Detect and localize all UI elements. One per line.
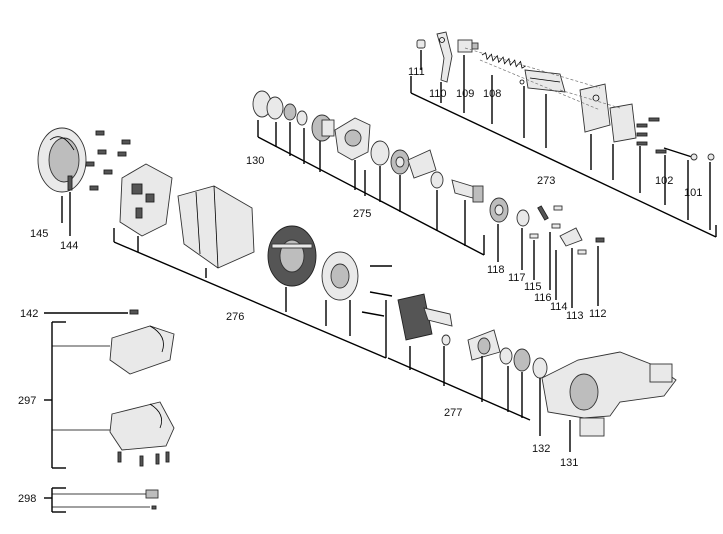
part-rail [519, 69, 566, 93]
part-108-spring [481, 52, 526, 69]
assembly-277-group [387, 293, 548, 436]
callout-102: 102 [655, 175, 673, 187]
callout-130: 130 [246, 155, 264, 167]
assembly-298-group [44, 487, 159, 513]
part-shaft [451, 179, 484, 203]
part-131-gear-housing [541, 351, 677, 452]
part-cover-screws [117, 451, 170, 467]
part-109-block [457, 39, 479, 53]
part-upper-cover [109, 325, 175, 375]
callout-labels: 111 110 109 108 273 102 101 130 275 145 … [18, 66, 702, 505]
callout-113: 113 [566, 310, 584, 322]
assembly-276-group [113, 163, 393, 359]
callout-108: 108 [483, 88, 501, 100]
callout-112: 112 [589, 308, 607, 320]
callout-273: 273 [537, 175, 555, 187]
callout-117: 117 [508, 272, 526, 284]
callout-131: 131 [560, 457, 578, 469]
callout-142: 142 [20, 308, 38, 320]
part-motor-housing [177, 185, 255, 269]
assembly-275-group [252, 90, 485, 256]
part-stator [267, 225, 317, 287]
part-armature [397, 293, 453, 341]
callout-111: 111 [408, 66, 425, 78]
part-111-pin [416, 39, 426, 49]
part-110-lever [436, 31, 453, 83]
callout-132: 132 [532, 443, 550, 455]
callout-277: 277 [444, 407, 462, 419]
part-gear-housing [334, 117, 371, 161]
callout-118: 118 [487, 264, 505, 276]
callout-116: 116 [534, 292, 552, 304]
callout-298: 298 [18, 493, 36, 505]
callout-144: 144 [60, 240, 78, 252]
small-parts-112-118 [489, 197, 605, 308]
small-screws-cluster [85, 130, 131, 191]
part-144-screw [67, 175, 73, 191]
callout-276: 276 [226, 311, 244, 323]
callout-109: 109 [456, 88, 474, 100]
part-long-screws [361, 265, 393, 317]
part-142-screw [129, 309, 139, 315]
callout-101: 101 [684, 187, 702, 199]
callout-114: 114 [550, 301, 568, 313]
assembly-297-group [44, 309, 175, 469]
callout-297: 297 [18, 395, 36, 407]
part-gear [311, 114, 335, 142]
callout-275: 275 [353, 208, 371, 220]
callout-110: 110 [429, 88, 447, 100]
part-101-pin [663, 147, 715, 161]
part-bearing-plate [321, 251, 359, 301]
assembly-273-group [410, 31, 717, 238]
callout-115: 115 [524, 281, 542, 293]
callout-145: 145 [30, 228, 48, 240]
part-lower-cover [109, 401, 175, 451]
part-screws-273 [636, 117, 667, 154]
part-circuit-board [119, 163, 173, 237]
part-bracket-plate [579, 83, 637, 143]
part-145-end-cap [37, 127, 87, 193]
